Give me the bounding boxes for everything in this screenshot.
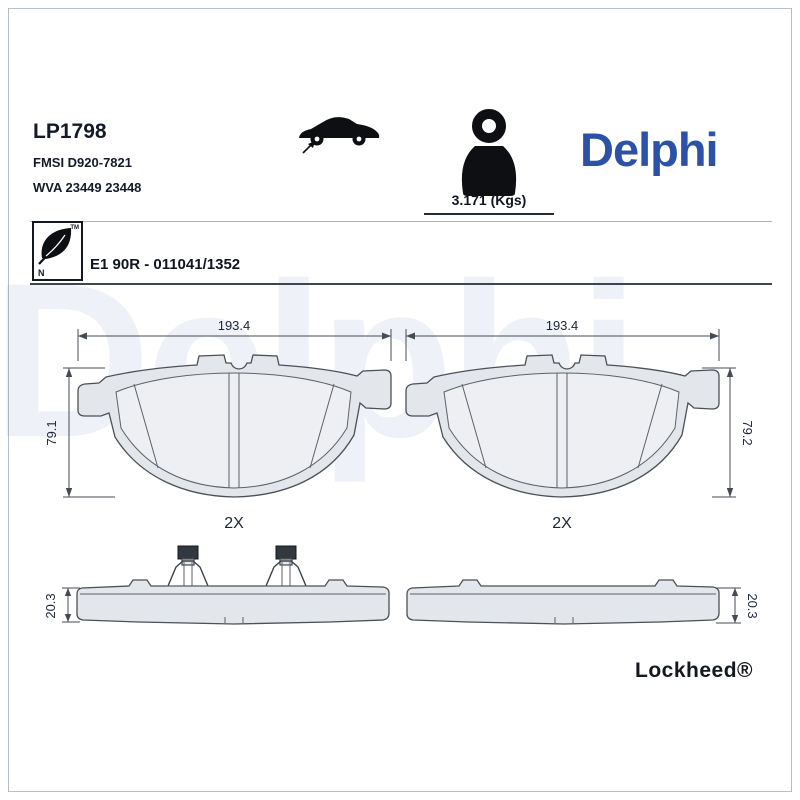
car-icon [296, 110, 382, 161]
dim-height-left-label: 79.1 [44, 420, 59, 445]
weight-icon [450, 108, 528, 201]
dim-width-right-label: 193.4 [546, 318, 579, 333]
dim-thickness-right-label: 20.3 [745, 593, 760, 618]
quantity-right-label: 2X [552, 515, 572, 532]
lockheed-logo: Lockheed® [635, 659, 754, 682]
pad-front-view-right [405, 354, 720, 498]
trademark-label: TM [70, 225, 79, 231]
eco-mark-box: TM N [32, 221, 83, 281]
dim-width-left-label: 193.4 [218, 318, 251, 333]
dimension-width-right: 193.4 [405, 318, 720, 361]
approval-number: E1 90R - 011041/1352 [90, 256, 241, 273]
dim-thickness-left-label: 20.3 [43, 593, 58, 618]
wva-reference: WVA 23449 23448 [33, 180, 142, 195]
divider-top [30, 221, 772, 222]
piston-clip-left [166, 545, 210, 587]
dimension-height-left: 79.1 [44, 367, 115, 498]
weight-value: 3.171 (Kgs) [424, 192, 554, 215]
dimension-thickness-left: 20.3 [43, 587, 80, 623]
divider-bottom [30, 283, 772, 285]
pad-profile-view-left [76, 579, 390, 625]
fmsi-reference: FMSI D920-7821 [33, 155, 132, 170]
dim-height-right-label: 79.2 [740, 420, 755, 445]
quantity-left-label: 2X [224, 515, 244, 532]
leaf-icon [38, 228, 72, 265]
dimension-thickness-right: 20.3 [716, 587, 760, 624]
part-number: LP1798 [33, 120, 107, 143]
pad-front-view-left [77, 354, 392, 498]
brand-logo: Delphi [580, 123, 719, 176]
pad-profile-view-right [406, 579, 720, 625]
page-border [8, 8, 792, 792]
piston-clip-right [264, 545, 308, 587]
dimension-height-right: 79.2 [702, 367, 755, 498]
eco-mark-letter: N [38, 268, 45, 278]
dimension-width-left: 193.4 [77, 318, 392, 361]
